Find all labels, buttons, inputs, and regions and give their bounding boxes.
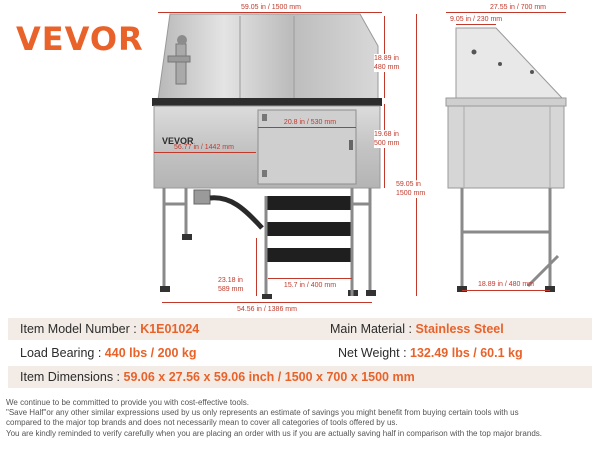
spec-dims-label: Item Dimensions : xyxy=(20,370,124,384)
spec-material: Main Material : Stainless Steel xyxy=(330,322,504,336)
spec-band-bottom xyxy=(8,366,592,388)
disclaimer-text: We continue to be committed to provide y… xyxy=(6,398,596,439)
dim-top-width: 59.05 in / 1500 mm xyxy=(241,4,301,11)
drain-hose xyxy=(193,189,264,230)
disclaimer-line: "Save Half"or any other similar expressi… xyxy=(6,408,519,418)
dim-door-width: 20.8 in / 530 mm xyxy=(283,119,337,126)
steps-ramp xyxy=(262,196,354,299)
dim-line-side-top xyxy=(456,24,496,25)
dim-line-top-width xyxy=(158,12,382,13)
back-splash xyxy=(157,13,379,101)
tub-front-view xyxy=(152,13,382,299)
dim-step-height: 23.18 in 589 mm xyxy=(218,277,244,293)
spec-material-value: Stainless Steel xyxy=(415,322,504,336)
spec-band-top xyxy=(8,318,592,340)
dim-line-side-depth xyxy=(446,12,566,13)
dim-side-leg: 18.89 in / 480 mm xyxy=(477,281,535,288)
disclaimer-line: You are kindly reminded to verify carefu… xyxy=(6,428,542,438)
tub-brand-label: VEVOR xyxy=(162,136,194,146)
tub-side-view xyxy=(445,27,567,292)
spec-model-number: Item Model Number : K1E01024 xyxy=(20,322,199,336)
dim-step-width: 15.7 in / 400 mm xyxy=(283,282,337,289)
dim-basin-height: 19.68 in 500 mm xyxy=(374,130,400,148)
dim-side-top: 9.05 in / 230 mm xyxy=(450,16,503,23)
dim-upper-height: 18.89 in 480 mm xyxy=(374,54,400,72)
dim-line-basin-width xyxy=(154,152,256,153)
spec-weight-value: 132.49 lbs / 60.1 kg xyxy=(410,346,523,360)
spec-load-bearing: Load Bearing : 440 lbs / 200 kg xyxy=(20,346,197,360)
spec-load-value: 440 lbs / 200 kg xyxy=(104,346,197,360)
dim-line-total-height xyxy=(416,14,417,296)
dim-bottom-width: 54.56 in / 1386 mm xyxy=(237,306,297,313)
spec-dims-value: 59.06 x 27.56 x 59.06 inch / 1500 x 700 … xyxy=(123,370,415,384)
dim-line-door-width xyxy=(258,127,356,128)
disclaimer-line: compared to the major top brands and doe… xyxy=(6,418,398,428)
spec-material-label: Main Material : xyxy=(330,322,416,336)
dim-side-depth: 27.55 in / 700 mm xyxy=(489,4,547,11)
faucet-icon xyxy=(167,35,191,85)
dim-total-height: 59.05 in 1500 mm xyxy=(396,180,426,198)
disclaimer-line: We continue to be committed to provide y… xyxy=(6,398,249,407)
dim-basin-width: 56.77 in / 1442 mm xyxy=(174,144,234,151)
dim-line-step-width xyxy=(268,278,352,279)
vevor-logo: VEVOR xyxy=(16,20,144,58)
spec-net-weight: Net Weight : 132.49 lbs / 60.1 kg xyxy=(338,346,523,360)
tub-rim xyxy=(152,98,382,106)
spec-model-value: K1E01024 xyxy=(140,322,200,336)
spec-load-label: Load Bearing : xyxy=(20,346,105,360)
tub-basin xyxy=(153,105,381,189)
spec-model-label: Item Model Number : xyxy=(20,322,141,336)
dim-line-step-height xyxy=(256,238,257,296)
dim-line-side-leg xyxy=(462,290,550,291)
spec-weight-label: Net Weight : xyxy=(338,346,411,360)
dim-line-bottom-width xyxy=(162,302,372,303)
spec-dimensions: Item Dimensions : 59.06 x 27.56 x 59.06 … xyxy=(20,370,415,384)
